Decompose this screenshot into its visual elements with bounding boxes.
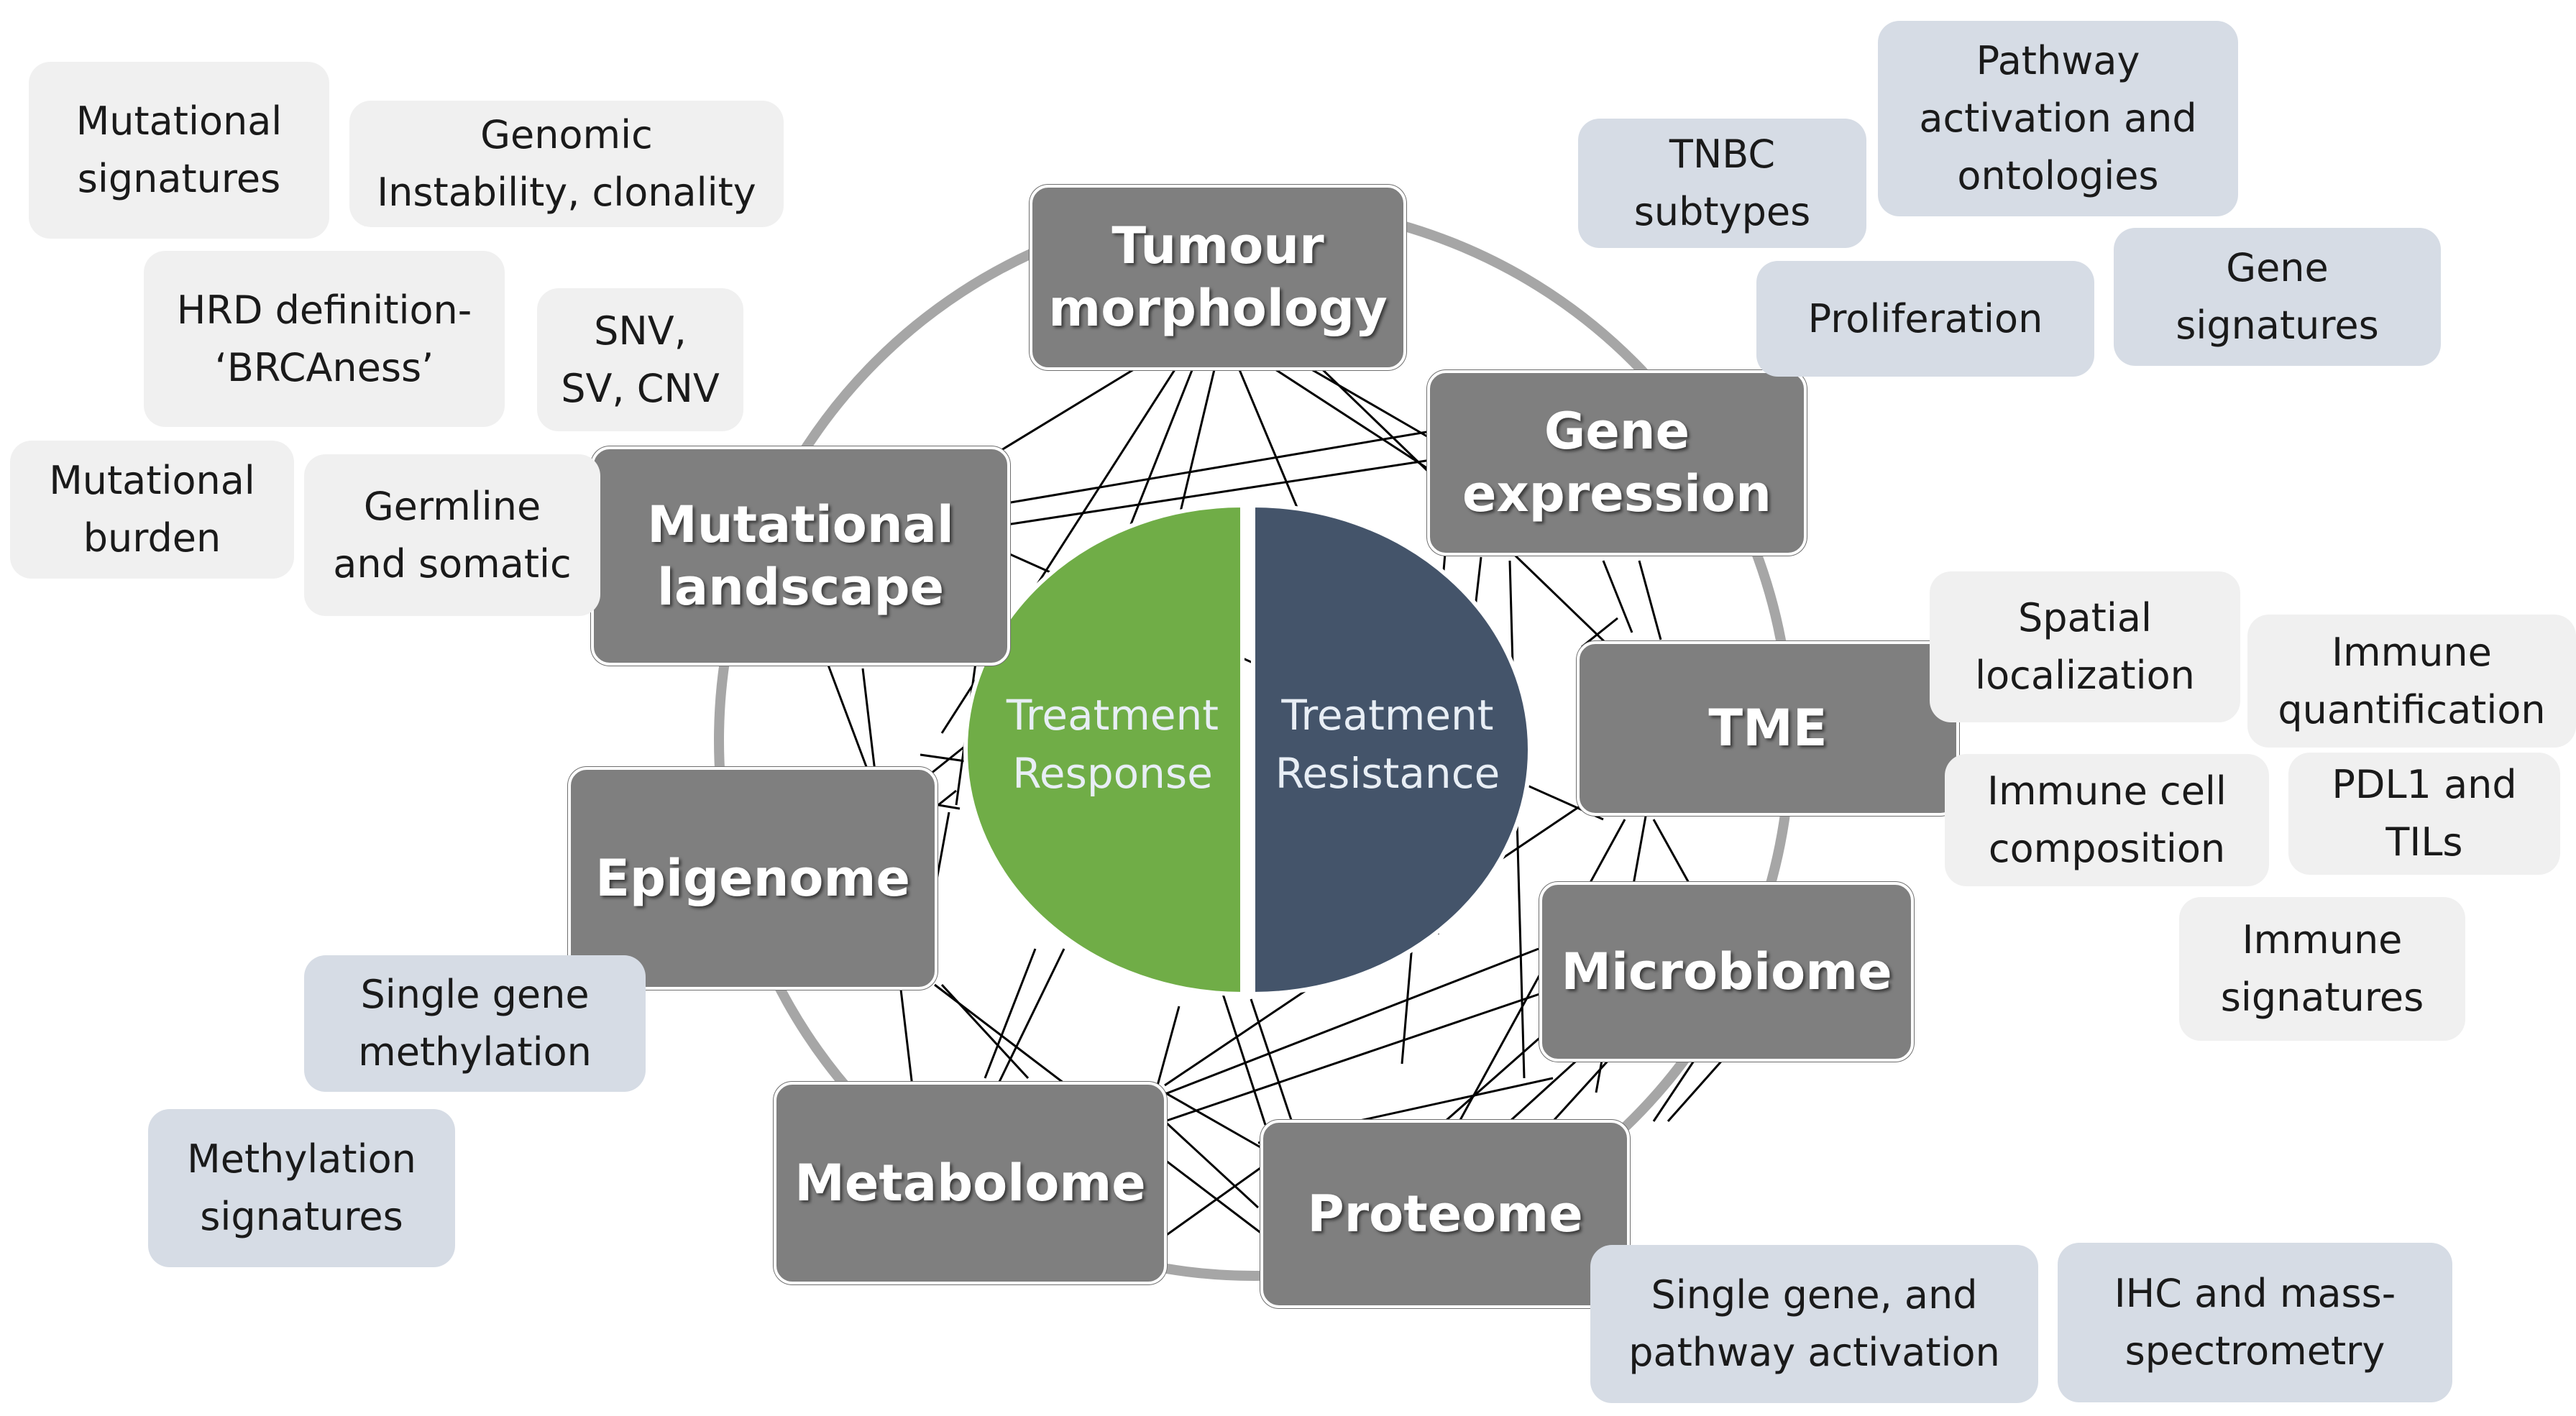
tag-spatial-localization: Spatial localization bbox=[1930, 571, 2240, 722]
node-microbiome: Microbiome bbox=[1539, 882, 1914, 1062]
node-metabolome: Metabolome bbox=[774, 1082, 1167, 1284]
tag-immune-quantification: Immune quantification bbox=[2247, 615, 2576, 748]
tag-ihc-mass-spectrometry: IHC and mass- spectrometry bbox=[2058, 1243, 2452, 1402]
tag-mutational-burden: Mutational burden bbox=[10, 441, 294, 579]
tag-germline-somatic: Germline and somatic bbox=[304, 454, 600, 616]
tag-gene-signatures: Gene signatures bbox=[2114, 228, 2441, 366]
node-mutational-landscape: Mutational landscape bbox=[591, 446, 1010, 666]
tag-single-gene-pathway: Single gene, and pathway activation bbox=[1590, 1245, 2038, 1403]
node-tumour-morphology: Tumour morphology bbox=[1030, 185, 1406, 370]
tag-mutational-signatures: Mutational signatures bbox=[29, 62, 329, 239]
tag-pdl1-tils: PDL1 and TILs bbox=[2288, 753, 2560, 875]
treatment-resistance-half bbox=[1251, 502, 1532, 997]
tag-immune-cell-composition: Immune cell composition bbox=[1945, 754, 2269, 886]
arrow-head bbox=[935, 789, 961, 810]
node-tme: TME bbox=[1577, 641, 1959, 816]
treatment-response-half bbox=[963, 502, 1245, 997]
tag-tnbc-subtypes: TNBC subtypes bbox=[1578, 119, 1866, 248]
tag-pathway-activation: Pathway activation and ontologies bbox=[1878, 21, 2238, 216]
treatment-circle bbox=[963, 502, 1532, 997]
tag-genomic-instability: Genomic Instability, clonality bbox=[349, 101, 784, 227]
tag-methylation-signatures: Methylation signatures bbox=[148, 1109, 455, 1267]
node-gene-expression: Gene expression bbox=[1427, 370, 1807, 556]
node-epigenome: Epigenome bbox=[568, 767, 938, 990]
tag-hrd-definition: HRD definition- ‘BRCAness’ bbox=[144, 251, 505, 427]
node-proteome: Proteome bbox=[1260, 1120, 1630, 1308]
tag-single-gene-methylation: Single gene methylation bbox=[304, 955, 646, 1092]
tag-proliferation: Proliferation bbox=[1756, 261, 2094, 377]
treatment-response-label: Treatment Response bbox=[1006, 691, 1219, 799]
treatment-resistance-label: Treatment Resistance bbox=[1275, 691, 1500, 799]
tag-snv-sv-cnv: SNV, SV, CNV bbox=[537, 288, 743, 431]
tag-immune-signatures: Immune signatures bbox=[2179, 897, 2465, 1041]
